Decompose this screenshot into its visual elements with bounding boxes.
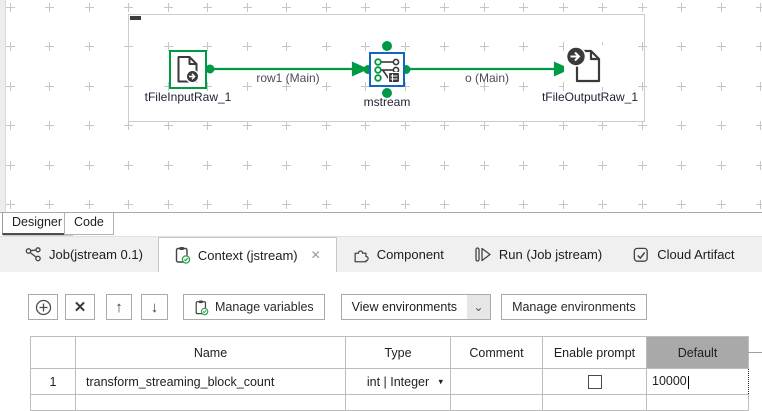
text-caret bbox=[687, 375, 689, 389]
context-icon bbox=[175, 247, 191, 264]
manage-environments-button[interactable]: Manage environments bbox=[501, 294, 647, 320]
add-icon bbox=[35, 299, 51, 315]
tab-designer[interactable]: Designer bbox=[2, 213, 73, 235]
mstream-icon bbox=[374, 57, 400, 83]
move-up-button[interactable]: ↑ bbox=[106, 294, 132, 320]
enable-prompt-checkbox[interactable] bbox=[587, 374, 602, 389]
job-scope-rectangle bbox=[128, 14, 645, 122]
tab-component-label: Component bbox=[376, 247, 444, 262]
view-tab-bar: Job(jstream 0.1) Context (jstream) ✕ Com… bbox=[0, 236, 762, 272]
component-label-tfileoutputraw: tFileOutputRaw_1 bbox=[541, 90, 639, 104]
view-environments-value: View environments bbox=[351, 300, 458, 314]
column-header-type[interactable]: Type bbox=[345, 336, 451, 369]
delete-variable-button[interactable]: ✕ bbox=[65, 294, 95, 320]
column-header-name[interactable]: Name bbox=[75, 336, 346, 369]
column-header-default[interactable]: Default bbox=[646, 336, 749, 369]
tab-cloud-artifact-label: Cloud Artifact bbox=[657, 247, 735, 262]
chevron-down-icon: ⌄ bbox=[467, 295, 491, 319]
tab-context-label: Context (jstream) bbox=[197, 247, 298, 263]
component-label-mstream: mstream bbox=[363, 95, 411, 109]
arrow-up-icon: ↑ bbox=[115, 298, 123, 316]
default-cell-editing[interactable]: 10000 bbox=[646, 368, 749, 395]
comment-cell[interactable] bbox=[450, 368, 543, 395]
tab-code[interactable]: Code bbox=[64, 213, 114, 235]
name-cell[interactable]: transform_streaming_block_count bbox=[75, 368, 346, 395]
empty-cell[interactable] bbox=[75, 394, 346, 411]
add-variable-button[interactable] bbox=[28, 294, 58, 320]
manage-environments-label: Manage environments bbox=[512, 300, 636, 314]
cloud-artifact-icon bbox=[633, 247, 649, 262]
empty-cell[interactable] bbox=[542, 394, 647, 411]
file-output-icon bbox=[565, 46, 601, 83]
delete-icon: ✕ bbox=[73, 298, 87, 316]
design-canvas[interactable]: tFileInputRaw_1 mstream tFileOutputRaw_1… bbox=[0, 0, 762, 212]
default-value: 10000 bbox=[652, 374, 687, 389]
arrow-down-icon: ↓ bbox=[150, 298, 159, 316]
enable-prompt-cell bbox=[542, 368, 647, 395]
empty-cell[interactable] bbox=[450, 394, 543, 411]
component-tfileoutputraw[interactable] bbox=[564, 45, 608, 87]
context-view-content: ✕ ↑ ↓ Manage variables View environments… bbox=[0, 272, 762, 411]
run-icon bbox=[475, 247, 491, 262]
component-mstream[interactable] bbox=[369, 52, 405, 87]
context-toolbar: ✕ ↑ ↓ Manage variables View environments… bbox=[28, 294, 647, 320]
empty-cell[interactable] bbox=[646, 394, 749, 411]
table-row-empty bbox=[30, 394, 749, 411]
type-value: int | Integer bbox=[366, 374, 430, 389]
file-input-icon bbox=[177, 56, 200, 84]
empty-cell[interactable] bbox=[30, 394, 76, 411]
tab-context[interactable]: Context (jstream) ✕ bbox=[157, 237, 337, 272]
manage-variables-label: Manage variables bbox=[215, 300, 314, 314]
manage-variables-icon bbox=[195, 299, 209, 315]
header-row-stub-line bbox=[748, 352, 762, 353]
table-header-row: Name Type Comment Enable prompt Default bbox=[30, 336, 749, 369]
connection-label-o[interactable]: o (Main) bbox=[464, 71, 510, 85]
view-environments-select[interactable]: View environments ⌄ bbox=[340, 294, 492, 320]
scope-collapse-handle[interactable] bbox=[130, 16, 141, 20]
connection-label-row1[interactable]: row1 (Main) bbox=[256, 71, 320, 85]
component-tfileinputraw[interactable] bbox=[169, 50, 207, 89]
editor-tab-bar: Designer Code bbox=[0, 212, 762, 236]
tab-job[interactable]: Job(jstream 0.1) bbox=[10, 237, 158, 272]
row-number-cell[interactable]: 1 bbox=[30, 368, 76, 395]
component-label-tfileinputraw: tFileInputRaw_1 bbox=[144, 90, 232, 104]
component-icon bbox=[354, 249, 369, 262]
table-row: 1 transform_streaming_block_count int | … bbox=[30, 368, 749, 395]
type-cell[interactable]: int | Integer ▾ bbox=[345, 368, 451, 395]
tab-cloud-artifact[interactable]: Cloud Artifact bbox=[617, 237, 749, 272]
manage-variables-button[interactable]: Manage variables bbox=[183, 294, 325, 320]
column-header-enable-prompt[interactable]: Enable prompt bbox=[542, 336, 647, 369]
column-header-rownum[interactable] bbox=[30, 336, 76, 369]
tab-run-label: Run (Job jstream) bbox=[498, 247, 603, 262]
move-down-button[interactable]: ↓ bbox=[141, 294, 168, 320]
tab-job-label: Job(jstream 0.1) bbox=[49, 247, 143, 262]
tab-run[interactable]: Run (Job jstream) bbox=[459, 237, 617, 272]
job-icon bbox=[25, 247, 41, 262]
type-dropdown-arrow[interactable]: ▾ bbox=[438, 376, 443, 386]
empty-cell[interactable] bbox=[345, 394, 451, 411]
tab-component[interactable]: Component bbox=[337, 237, 459, 272]
close-icon[interactable]: ✕ bbox=[310, 248, 321, 262]
column-header-comment[interactable]: Comment bbox=[450, 336, 543, 369]
context-variables-table: Name Type Comment Enable prompt Default … bbox=[30, 336, 749, 411]
canvas-left-strip bbox=[0, 0, 6, 212]
